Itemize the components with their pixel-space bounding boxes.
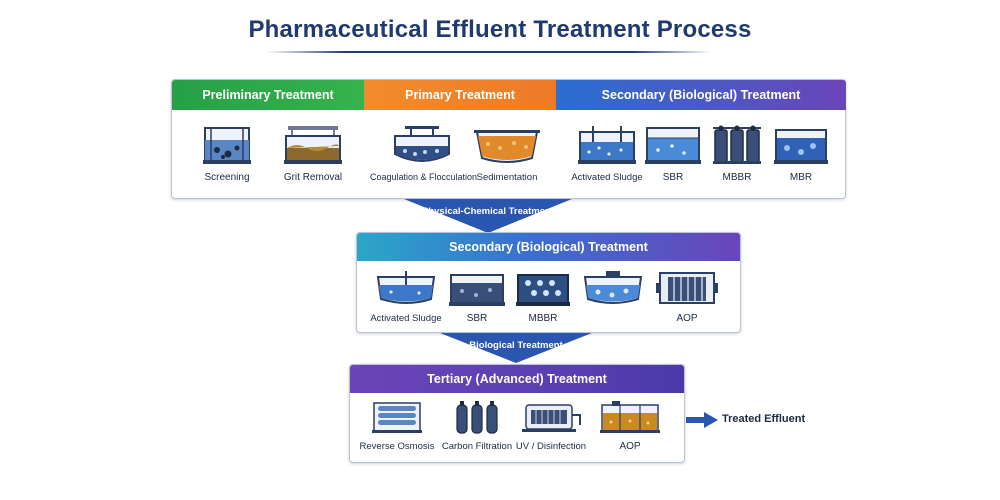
reverse-osmosis-label: Reverse Osmosis [359,441,435,452]
secondary-treatment-header: Secondary (Biological) Treatment [556,80,846,110]
carbon-filtration-label: Carbon Filtration [441,441,513,452]
mbr-tank-item-2 [579,271,647,307]
mbr-item: MBR [766,124,836,183]
mbbr-item-2: MBBR [511,271,575,324]
sbr-label: SBR [662,172,684,183]
sbr-reactor-icon [449,274,505,306]
coagulation-flocculation-label: Coagulation & Flocculation [370,172,478,182]
grit-removal-item: Grit Removal [268,124,358,183]
biological-treatment-label: Biological Treatment [469,340,563,351]
activated-sludge-item: Activated Sludge [566,124,648,183]
sbr-item: SBR [638,124,708,183]
aop-label-2: AOP [676,313,698,324]
sedimentation-item: Sedimentation [462,124,552,183]
aop-item-3: AOP [590,401,670,452]
tertiary-treatment-header: Tertiary (Advanced) Treatment [350,365,684,393]
aop-tank-icon [600,401,660,433]
top-stage-panel: Preliminary Treatment Primary Treatment … [171,79,846,199]
carbon-filter-icon [456,401,498,434]
mbr-tank-icon [583,271,643,304]
flocculation-tank-icon [394,126,450,162]
mbbr-columns-icon [713,125,761,164]
grit-chamber-icon [284,126,342,164]
mbbr-item: MBBR [702,124,772,183]
activated-sludge-label-2: Activated Sludge [370,313,442,324]
coagulation-flocculation-item: Coagulation & Flocculation [370,124,478,182]
aop-label-3: AOP [619,441,641,452]
uv-disinfection-item: UV / Disinfection [508,401,594,452]
sbr-item-2: SBR [445,271,509,324]
sedimentation-basin-icon [474,130,540,163]
title-underline [266,51,712,53]
screening-tank-icon [203,127,251,164]
biological-treatment-arrow: Biological Treatment [440,333,592,363]
mbbr-reactor-icon [516,274,570,306]
treated-effluent-label: Treated Effluent [722,413,806,425]
carbon-filtration-item: Carbon Filtration [434,401,520,452]
screening-item: Screening [182,124,272,183]
screening-label: Screening [204,172,250,183]
sbr-reactor-icon [645,127,701,164]
page-title: Pharmaceutical Effluent Treatment Proces… [248,16,752,43]
aop-reactor-icon [656,272,718,304]
preliminary-treatment-header: Preliminary Treatment [172,80,364,110]
uv-disinfection-icon [522,404,581,432]
reverse-osmosis-item: Reverse Osmosis [354,401,440,452]
activated-sludge-label: Activated Sludge [571,172,643,183]
sbr-label-2: SBR [466,313,488,324]
primary-treatment-header: Primary Treatment [364,80,556,110]
sedimentation-label: Sedimentation [476,172,538,183]
grit-removal-label: Grit Removal [283,172,343,183]
mbr-label: MBR [789,172,813,183]
physical-chemical-label: Physical-Chemical Treatment [422,206,554,217]
mbbr-label: MBBR [722,172,752,183]
secondary-biological-header: Secondary (Biological) Treatment [357,233,740,261]
activated-sludge-item-2: Activated Sludge [363,271,449,324]
right-arrow-icon [686,412,718,428]
middle-stage-panel: Secondary (Biological) Treatment Activat… [356,232,741,333]
reverse-osmosis-icon [372,402,422,433]
aeration-tank-icon [376,271,436,304]
aop-item-2: AOP [647,271,727,324]
physical-chemical-arrow: Physical-Chemical Treatment [404,199,572,233]
tertiary-stage-panel: Tertiary (Advanced) Treatment Reverse Os… [349,364,685,463]
mbr-tank-icon [774,129,828,164]
mbbr-label-2: MBBR [528,313,558,324]
aeration-tank-icon [578,126,636,164]
uv-disinfection-label: UV / Disinfection [515,441,587,452]
